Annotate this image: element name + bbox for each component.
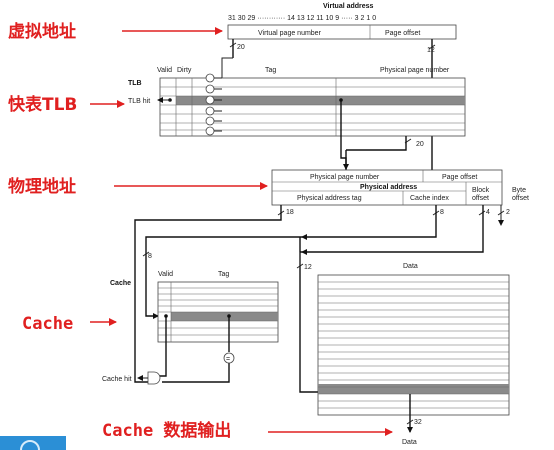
and-gate [147, 371, 161, 385]
cache-data-header: Data [403, 263, 418, 270]
cache-comparator [223, 352, 235, 364]
cache-index-width: 8 [148, 253, 152, 260]
pa-tag-width: 18 [286, 209, 294, 216]
annotation-physical: 物理地址 [8, 176, 76, 197]
annotation-tlb: 快表TLB [8, 94, 77, 115]
cache-out-label: Data [402, 439, 417, 446]
tlb-hit-label: TLB hit [128, 98, 150, 105]
cache-comparator-sign: = [226, 356, 230, 363]
physical-address-title: Physical address [360, 184, 417, 191]
annotation-virtual: 虚拟地址 [8, 21, 76, 42]
cache-header-valid: Valid [158, 271, 173, 278]
pa-block-width: 4 [486, 209, 490, 216]
pa-byte-width: 2 [506, 209, 510, 216]
cache-out-width: 32 [414, 419, 422, 426]
physical-address-box [271, 169, 503, 206]
tlb-title: TLB [128, 80, 142, 87]
block-offset-width: 12 [304, 264, 312, 271]
tlb-header-tag: Tag [265, 67, 276, 74]
pa-cache-index-field: Cache index [410, 195, 449, 202]
pa-tag-field: Physical address tag [297, 195, 362, 202]
pa-index-width: 8 [440, 209, 444, 216]
corner-decoration [0, 436, 66, 450]
pa-page-offset: Page offset [442, 174, 477, 181]
cache-header-tag: Tag [218, 271, 229, 278]
page-offset-width-label: 12 [427, 47, 435, 54]
vpn-width-label: 20 [237, 44, 245, 51]
page-offset-field: Page offset [385, 30, 420, 37]
annotation-cache-out: Cache 数据输出 [102, 420, 231, 441]
virtual-page-number-field: Virtual page number [258, 30, 322, 37]
tlb-header-dirty: Dirty [177, 67, 192, 74]
tlb-header-ppn: Physical page number [380, 67, 450, 74]
pa-physical-page-number: Physical page number [310, 174, 380, 181]
virtual-address-box [227, 24, 457, 40]
cache-title: Cache [110, 280, 131, 287]
virtual-address-bits: 31 30 29 ············ 14 13 12 11 10 9 ·… [228, 15, 376, 22]
cache-hit-label: Cache hit [102, 376, 132, 383]
tlb-header-valid: Valid [157, 67, 172, 74]
virtual-address-title: Virtual address [323, 3, 374, 10]
annotation-cache: Cache [22, 314, 73, 334]
ppn-width-label: 20 [416, 141, 424, 148]
